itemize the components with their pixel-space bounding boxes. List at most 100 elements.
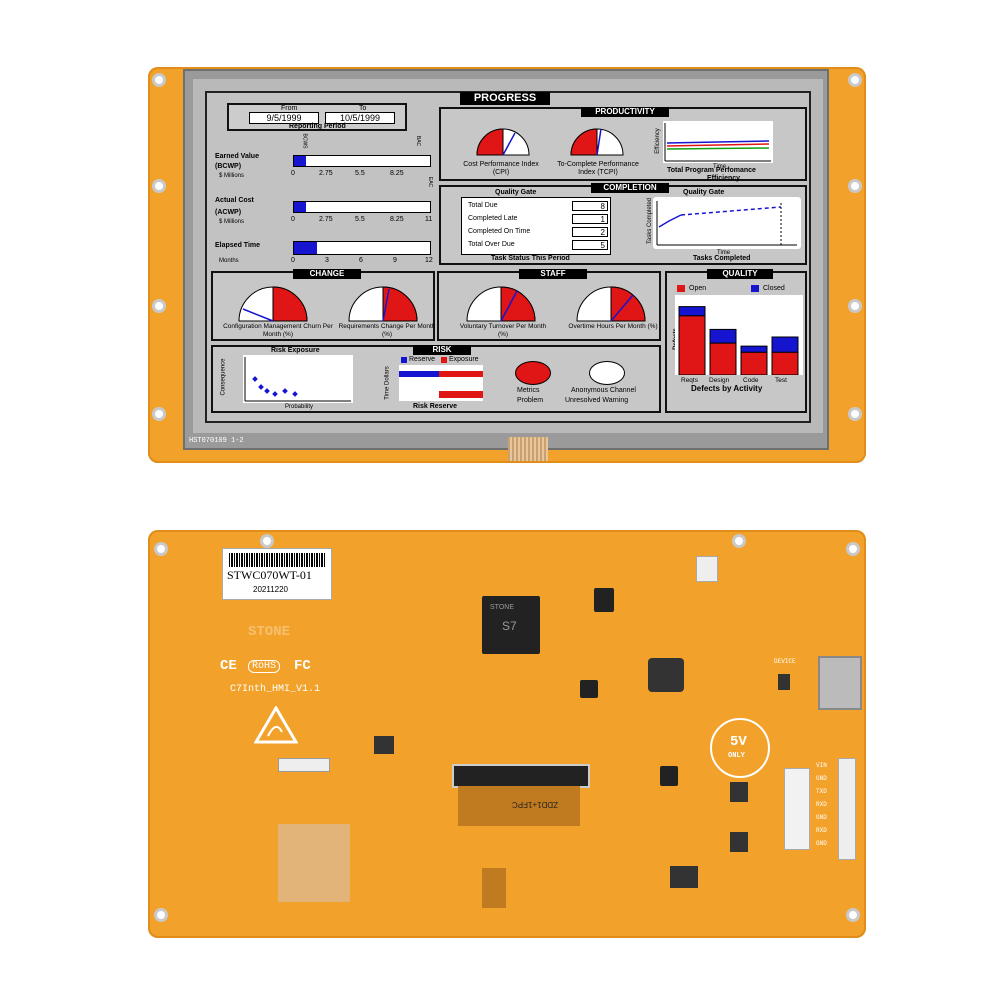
device-label: DEVICE bbox=[774, 658, 796, 665]
display-front-board: PROGRESS From To 9/5/1999 10/5/1999 Repo… bbox=[148, 67, 866, 463]
tick: 8.25 bbox=[390, 216, 404, 223]
pin-label: TXD bbox=[816, 788, 827, 795]
overtime-gauge bbox=[576, 286, 646, 322]
turnover-gauge bbox=[466, 286, 536, 322]
tick: 0 bbox=[291, 170, 295, 177]
display-back-board: STWC070WT-01 20211220 STONE CE RoHS FC C… bbox=[148, 530, 866, 938]
touch-flex-cable bbox=[508, 437, 548, 461]
shield-pad bbox=[278, 824, 350, 902]
mount-hole bbox=[848, 73, 862, 87]
anonymous-channel-indicator[interactable] bbox=[589, 361, 625, 385]
task-status-label: Task Status This Period bbox=[491, 255, 570, 262]
closed-legend-swatch bbox=[751, 285, 759, 292]
earned-value-fill bbox=[294, 156, 307, 166]
ce-mark: CE bbox=[220, 658, 237, 674]
from-date-field[interactable]: 9/5/1999 bbox=[249, 112, 319, 124]
diode bbox=[730, 782, 748, 802]
tick: 0 bbox=[291, 257, 295, 264]
device-switch[interactable] bbox=[778, 674, 790, 690]
eac-marker: EAC bbox=[427, 176, 434, 188]
closed-bar bbox=[678, 306, 706, 317]
reporting-period-label: Reporting Period bbox=[289, 123, 346, 130]
open-bar bbox=[709, 342, 737, 375]
actual-cost-label: Actual Cost bbox=[215, 197, 254, 204]
tick: 6 bbox=[359, 257, 363, 264]
usb-port[interactable] bbox=[818, 656, 862, 710]
model-code-label: HST070109 1-2 bbox=[189, 437, 244, 445]
row-label: Total Over Due bbox=[468, 241, 515, 248]
to-date-field[interactable]: 10/5/1999 bbox=[325, 112, 395, 124]
risk-exposure-title: Risk Exposure bbox=[271, 347, 320, 354]
risk-title: RISK bbox=[413, 345, 471, 355]
reserve-legend: Reserve bbox=[409, 356, 436, 363]
sticker-model: STWC070WT-01 bbox=[227, 568, 312, 582]
elapsed-time-label: Elapsed Time bbox=[215, 242, 261, 249]
total-performance-title: Total Program Perfomance bbox=[667, 167, 756, 174]
config-churn-label: Configuration Management Churn Per Month… bbox=[223, 323, 333, 338]
quality-gate-2: Quality Gate bbox=[683, 189, 725, 196]
staff-title: STAFF bbox=[519, 269, 587, 279]
to-label: To bbox=[359, 105, 367, 112]
diode bbox=[670, 866, 698, 888]
tcpi-label: To-Complete Performance Index (TCPI) bbox=[557, 161, 639, 176]
time-axis-label: Time bbox=[713, 164, 727, 170]
esd-warning-icon bbox=[254, 706, 298, 744]
mount-hole bbox=[152, 299, 166, 313]
dashboard-ui: PROGRESS From To 9/5/1999 10/5/1999 Repo… bbox=[205, 91, 811, 423]
elapsed-unit: Months bbox=[219, 258, 239, 264]
barcode bbox=[229, 553, 325, 567]
mount-hole bbox=[732, 534, 746, 548]
risk-reserve-title: Risk Reserve bbox=[413, 403, 457, 410]
cat-label: Reqts bbox=[681, 377, 698, 384]
from-label: From bbox=[281, 105, 298, 112]
pin-header[interactable] bbox=[838, 758, 856, 860]
task-status-table: Total Due 8 Completed Late 1 Completed O… bbox=[461, 197, 611, 255]
requirements-change-label: Requirements Change Per Month (%) bbox=[338, 323, 436, 338]
driver-chip bbox=[660, 766, 678, 786]
progress-title: PROGRESS bbox=[460, 92, 550, 105]
voltage-label: 5V bbox=[730, 734, 747, 750]
config-churn-gauge bbox=[238, 286, 308, 322]
elapsed-time-bar bbox=[293, 241, 431, 255]
reserve-swatch bbox=[401, 357, 407, 363]
pin-label: VIN bbox=[816, 762, 827, 769]
completion-panel: COMPLETION Quality Gate Quality Gate Tot… bbox=[439, 183, 807, 265]
probability-axis: Probability bbox=[285, 404, 314, 410]
stone-logo-text: STONE bbox=[248, 624, 291, 640]
risk-exposure-chart bbox=[243, 355, 353, 403]
time-dollars-axis: Time Dollars bbox=[384, 366, 391, 400]
pin-label: GND bbox=[816, 840, 827, 847]
closed-bar bbox=[771, 336, 799, 353]
open-bar bbox=[771, 351, 799, 375]
mount-hole bbox=[846, 908, 860, 922]
open-legend-swatch bbox=[677, 285, 685, 292]
inductor bbox=[648, 658, 684, 692]
efficiency-subtitle: Efficiency bbox=[707, 175, 741, 182]
pmic-chip bbox=[580, 680, 598, 698]
fpc-label: ZDD1+1FPC bbox=[512, 800, 559, 809]
open-legend-label: Open bbox=[689, 285, 707, 292]
cpi-label: Cost Performance Index (CPI) bbox=[463, 161, 539, 176]
risk-panel: Risk Exposure Consequence Probability RI… bbox=[211, 345, 661, 413]
serial-connector[interactable] bbox=[784, 768, 810, 850]
row-label: Completed On Time bbox=[468, 228, 531, 235]
metrics-indicator[interactable] bbox=[515, 361, 551, 385]
metrics-label: Metrics bbox=[517, 387, 540, 394]
pin-label: GND bbox=[816, 775, 827, 782]
lcd-fpc-connector bbox=[452, 764, 590, 788]
defects-by-activity-title: Defects by Activity bbox=[691, 384, 763, 393]
consequence-axis: Consequence bbox=[220, 358, 227, 396]
touch-screen[interactable]: PROGRESS From To 9/5/1999 10/5/1999 Repo… bbox=[193, 79, 823, 433]
touch-ribbon bbox=[482, 868, 506, 908]
tick: 5.5 bbox=[355, 170, 365, 177]
actual-cost-fill bbox=[294, 202, 307, 212]
open-bar bbox=[740, 351, 768, 375]
cat-label: Design bbox=[709, 377, 730, 384]
bcws-marker: BCWS bbox=[301, 133, 308, 149]
problem-label: Problem bbox=[517, 397, 544, 404]
board-name: C7Inth_HMI_V1.1 bbox=[230, 684, 321, 695]
elapsed-time-fill bbox=[294, 242, 318, 254]
5v-badge: 5V ONLY bbox=[710, 718, 770, 778]
chip-brand: STONE bbox=[490, 604, 514, 611]
mount-hole bbox=[848, 179, 862, 193]
